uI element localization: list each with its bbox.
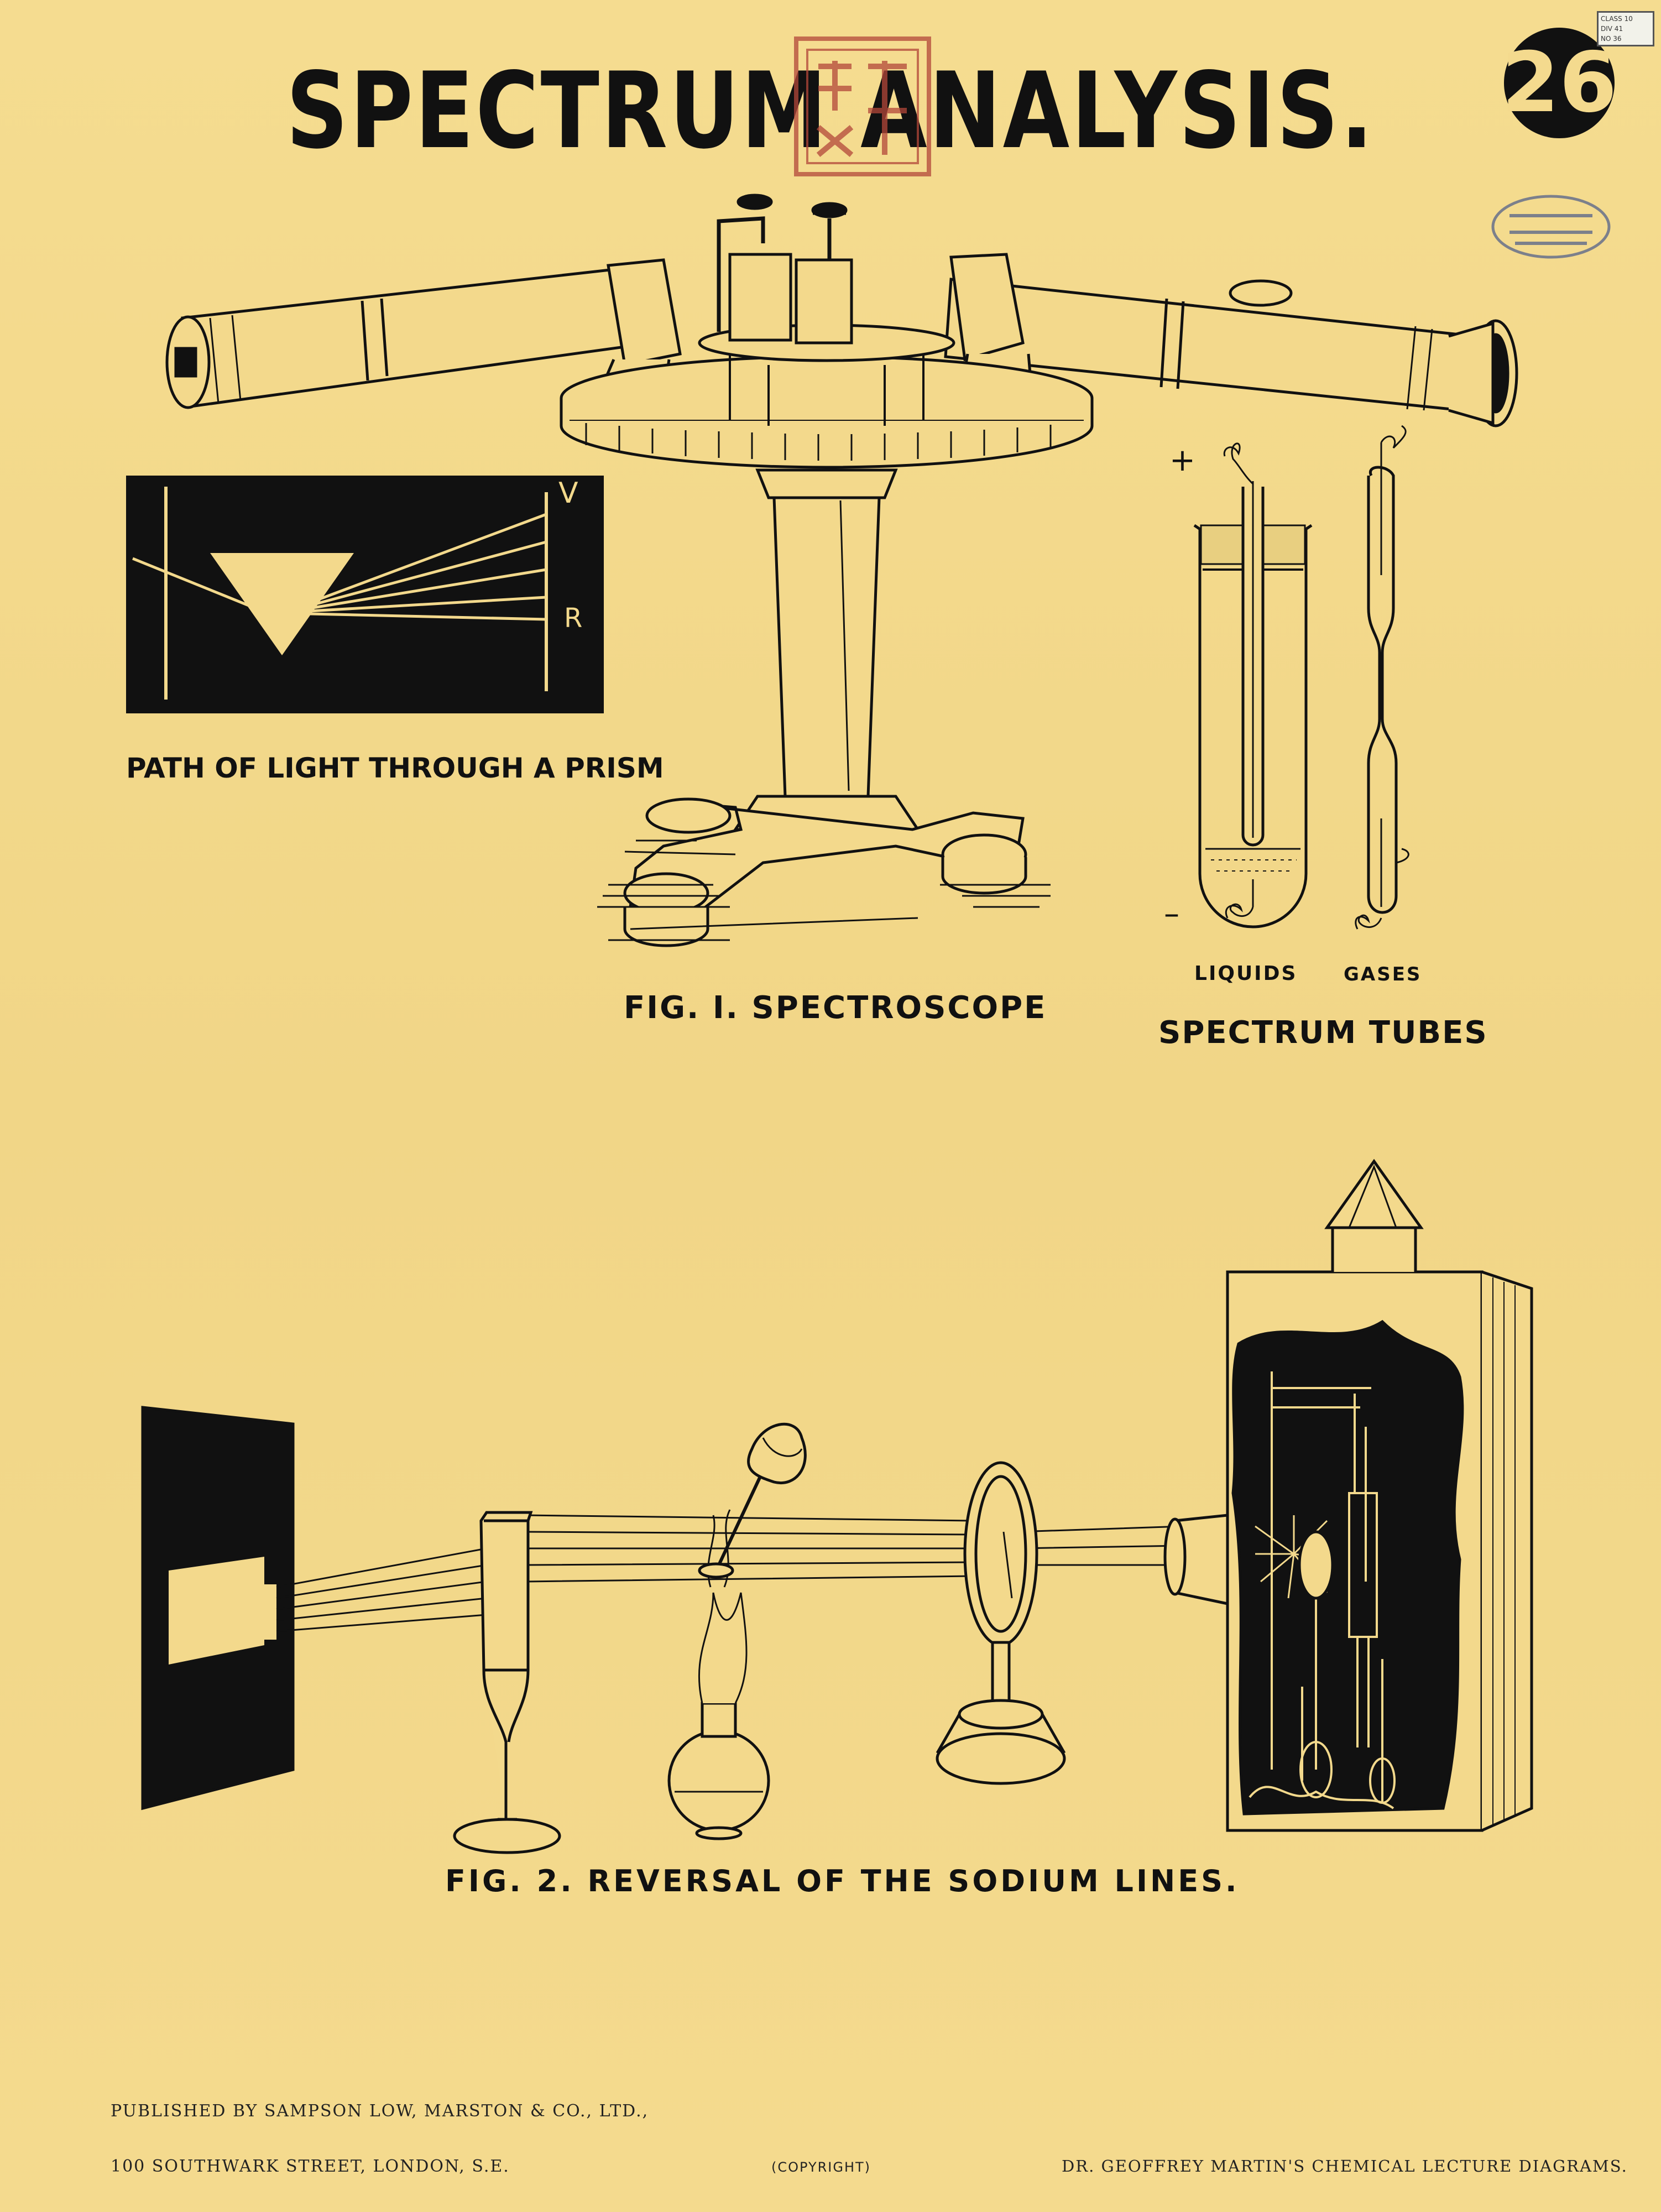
prism-violet-label: V — [558, 477, 578, 510]
prism-red-label: R — [564, 603, 583, 634]
footer-copyright: (COPYRIGHT) — [771, 2159, 871, 2175]
diagram-number: 26 — [1501, 35, 1617, 131]
gas-tube — [1367, 466, 1398, 914]
spectroscope-illustration — [165, 194, 1518, 947]
footer-publisher: PUBLISHED BY SAMPSON LOW, MARSTON & CO.,… — [111, 2101, 649, 2121]
library-div: DIV 41 — [1601, 25, 1623, 33]
prism-caption: PATH OF LIGHT THROUGH A PRISM — [126, 752, 664, 784]
light-rays — [132, 513, 547, 621]
library-no: NO 36 — [1601, 35, 1622, 43]
fig1-caption: FIG. I. SPECTROSCOPE — [624, 990, 1047, 1026]
library-label: CLASS 10 DIV 41 NO 36 — [1597, 11, 1654, 46]
library-class: CLASS 10 — [1601, 15, 1633, 23]
sodium-reversal-illustration — [141, 1159, 1533, 1854]
page-title: SPECTRUM ANALYSIS. — [286, 50, 1375, 172]
prism-diagram — [126, 476, 604, 713]
footer-address: 100 SOUTHWARK STREET, LONDON, S.E. — [111, 2157, 510, 2176]
light-beam-lines — [276, 1514, 1184, 1632]
liquid-tube — [1198, 528, 1308, 928]
liquids-label: LIQUIDS — [1194, 962, 1298, 985]
hand-with-spoon — [698, 1422, 807, 1579]
lantern-box — [1163, 1159, 1533, 1832]
sodium-burner — [667, 1509, 770, 1840]
spectrum-tubes-illustration — [1193, 425, 1409, 930]
red-seal-stamp — [794, 36, 931, 176]
blue-library-stamp — [1491, 195, 1611, 259]
prism-triangle — [210, 553, 354, 655]
footer-series: DR. GEOFFREY MARTIN'S CHEMICAL LECTURE D… — [1062, 2157, 1628, 2176]
diagram-number-badge: 26 — [1501, 28, 1617, 138]
lens-stand — [936, 1461, 1066, 1785]
plus-sign: + — [1169, 442, 1195, 478]
fig2-caption: FIG. 2. REVERSAL OF THE SODIUM LINES. — [445, 1864, 1240, 1898]
glass-prism-stand — [453, 1511, 561, 1854]
gases-label: GASES — [1344, 963, 1422, 985]
spectrum-tubes-caption: SPECTRUM TUBES — [1158, 1015, 1488, 1051]
minus-sign: – — [1164, 896, 1179, 932]
